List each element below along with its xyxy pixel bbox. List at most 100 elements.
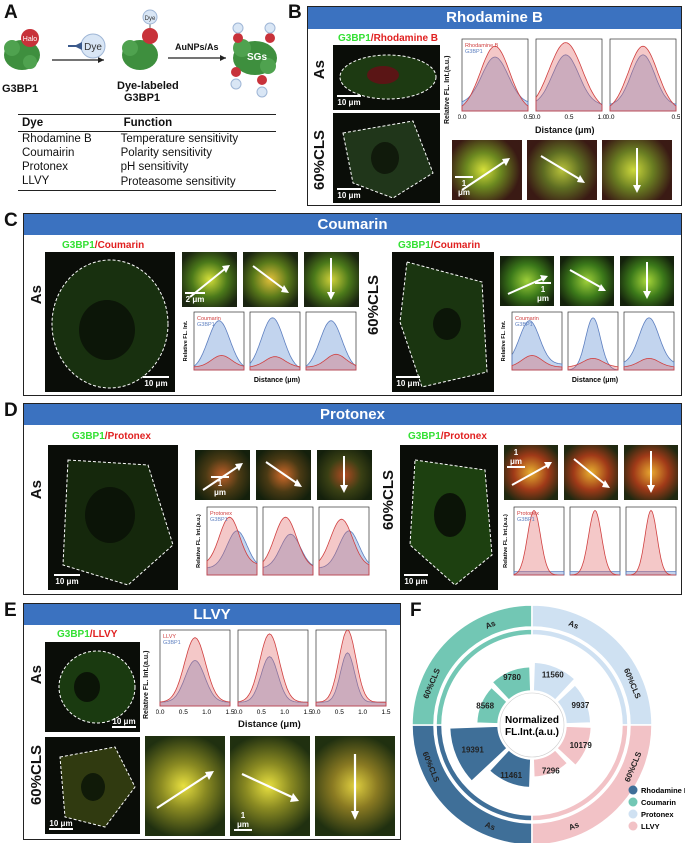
legend-g3bp1: G3BP1	[465, 49, 483, 55]
tick-label: 0.0	[311, 709, 320, 716]
donut-bar-As	[532, 661, 576, 702]
profile-g3bp1-curve	[206, 530, 258, 576]
panel-d-channels-left: G3BP1/Protonex	[72, 431, 151, 442]
zoom-d-cls-1: 1 μm	[504, 445, 558, 500]
scale-bar: 1 μm	[507, 448, 525, 469]
donut-bar-60%CLS	[475, 686, 509, 725]
tick-label: 0.0	[458, 114, 467, 121]
panel-letter-f: F	[410, 600, 422, 621]
halo-tag-icon	[21, 29, 39, 47]
tick-label: 0.0	[156, 709, 165, 716]
panel-b-channels: G3BP1/Rhodamine B	[338, 33, 439, 44]
donut-value-label: 11461	[500, 771, 522, 780]
panel-e-ylabel: Relative FL. Int.(a.u.)	[143, 650, 150, 720]
thin-ring-segment	[531, 724, 629, 822]
profile-g3bp1-curve	[511, 320, 563, 371]
profile-g3bp1-curve	[318, 530, 370, 576]
dye-label: Dye	[84, 42, 102, 53]
panel-b-xlabel: Distance (μm)	[535, 125, 595, 135]
micrograph-d-as: 10 μm	[48, 445, 178, 590]
zoom-c-cls-1: 1 μm	[500, 256, 554, 306]
panel-b-title: Rhodamine B	[308, 7, 681, 29]
panel-letter-c: C	[4, 210, 18, 231]
legend-g3bp1: G3BP1	[210, 517, 228, 523]
profile-g3bp1-curve	[237, 656, 309, 707]
scale-bar: 1 μm	[211, 476, 229, 497]
zoom-b-3	[602, 140, 672, 200]
donut-value-label: 11560	[542, 671, 564, 680]
sgs-caption: SGs	[247, 52, 268, 63]
svg-text:Dye: Dye	[145, 16, 156, 22]
tick-label: 0.0	[531, 114, 540, 121]
donut-bar-60%CLS	[555, 683, 592, 725]
legend-dye: Rhodamine B	[465, 43, 499, 49]
zoom-c-as-2	[243, 252, 298, 307]
profile-dye-curve	[461, 45, 529, 112]
scale-bar: 1 μm	[234, 811, 252, 832]
profile-g3bp1-curve	[567, 317, 619, 371]
profile-dye-curve	[305, 353, 357, 371]
profile-dye-curve	[513, 509, 564, 576]
tick-label: 0.5	[179, 709, 188, 716]
profile-g3bp1-curve	[159, 659, 231, 707]
donut-bar-As	[491, 665, 532, 702]
profile-g3bp1-curve	[193, 320, 245, 371]
legend-dye: Protonex	[210, 511, 232, 517]
zoom-e-2: 1 μm	[230, 736, 310, 836]
legend-dye: LLVY	[163, 634, 176, 640]
profile-dye-curve	[315, 629, 387, 707]
donut-series-label: As	[484, 820, 497, 832]
labeling-schematic: Halo Dye Dye	[4, 9, 277, 98]
tick-label: 0.5	[671, 114, 680, 121]
micrograph-b-as: 10 μm	[333, 45, 440, 110]
panel-c-xlabel: Distance (μm)	[572, 377, 618, 384]
aunps-as-caption: AuNPs/As	[175, 42, 219, 52]
legend-label: Rhodamine B	[641, 786, 685, 795]
legend-label: LLVY	[641, 822, 660, 831]
zoom-d-as-3	[317, 450, 372, 500]
profile-dye-curve	[237, 633, 309, 707]
table-header-dye: Dye	[22, 117, 44, 129]
tick-label: 1.0	[358, 709, 367, 716]
scale-bar: 1 μm	[455, 176, 473, 197]
tick-label: 1.0	[597, 114, 606, 121]
profile-g3bp1-curve	[623, 317, 675, 371]
panel-b-ylabel: Relative FL. Int.(a.u.)	[444, 55, 451, 125]
panel-e-title: LLVY	[24, 604, 400, 625]
zoom-e-1	[145, 736, 225, 836]
scale-bar: 1 μm	[535, 282, 551, 303]
outer-ring-segment	[531, 724, 653, 843]
panel-e-xlabel: Distance (μm)	[238, 719, 301, 730]
profile-dye-curve	[262, 516, 314, 576]
donut-value-label: 10179	[570, 741, 593, 750]
profile-dye-curve	[193, 355, 245, 371]
stress-granules-icon	[230, 22, 277, 98]
g3bp1-protein-icon: Halo	[4, 29, 40, 70]
panel-c-channels-right: G3BP1/Coumarin	[398, 240, 481, 251]
profile-dye-curve	[569, 509, 621, 576]
profile-dye-curve	[609, 45, 677, 112]
micrograph-b-cls: 10 μm	[333, 113, 440, 203]
legend-g3bp1: G3BP1	[515, 322, 533, 328]
tick-label: 1.0	[202, 709, 211, 716]
legend-g3bp1: G3BP1	[517, 517, 535, 523]
legend-g3bp1: G3BP1	[197, 322, 215, 328]
profile-g3bp1-curve	[569, 571, 621, 576]
legend-dye: Coumarin	[197, 316, 221, 322]
halo-label: Halo	[23, 36, 38, 43]
zoom-d-cls-2	[564, 445, 618, 500]
scale-bar: 10 μm	[143, 376, 169, 388]
legend-swatch	[628, 809, 638, 819]
zoom-d-as-2	[256, 450, 311, 500]
table-header-function: Function	[123, 117, 173, 129]
donut-value-label: 9780	[503, 673, 521, 682]
tick-label: 0.0	[233, 709, 242, 716]
micrograph-d-cls: 10 μm	[400, 445, 498, 590]
tick-label: 0.0	[605, 114, 614, 121]
